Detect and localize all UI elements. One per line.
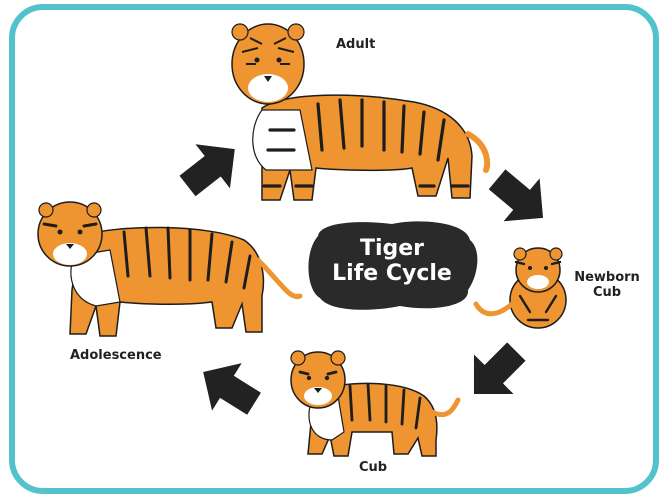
newborn-cub-illustration xyxy=(476,248,566,328)
label-newborn-line-2: Cub xyxy=(574,286,640,301)
arrow-adolescence-to-adult xyxy=(170,127,252,208)
label-adolescence: Adolescence xyxy=(70,349,162,364)
adolescent-tiger-illustration xyxy=(38,202,300,336)
label-adult: Adult xyxy=(336,38,375,53)
diagram-title: Tiger Life Cycle xyxy=(316,236,468,287)
arrow-cub-to-adolescence xyxy=(188,348,269,427)
title-line-2: Life Cycle xyxy=(316,261,468,286)
arrow-adult-to-newborn xyxy=(479,158,561,239)
arrow-newborn-to-cub xyxy=(454,332,536,414)
label-newborn-cub: Newborn Cub xyxy=(574,271,640,301)
label-newborn-line-1: Newborn xyxy=(574,271,640,286)
label-cub: Cub xyxy=(359,461,387,476)
title-line-1: Tiger xyxy=(316,236,468,261)
cub-illustration xyxy=(291,351,458,456)
